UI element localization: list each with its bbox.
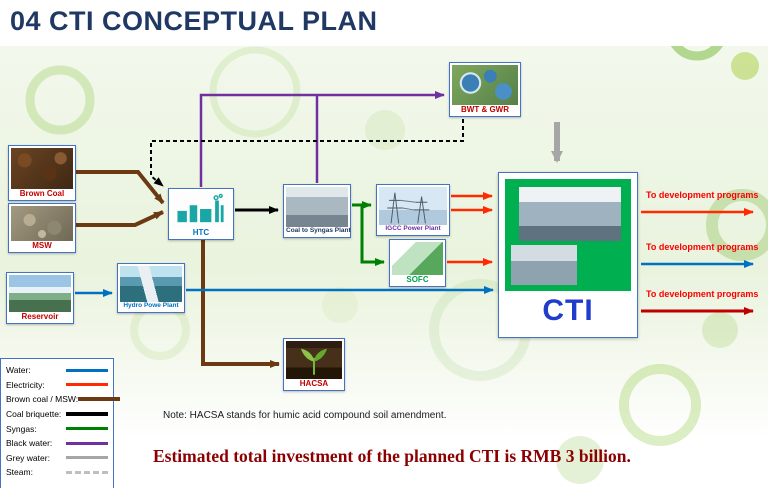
bwt-gwr-image [452,65,518,105]
legend-line-coal-briquette [66,412,108,417]
legend-line-syngas [66,427,108,431]
coal-to-syngas-plant-label: Coal to Syngas Plant [286,227,351,235]
cti-plant-photo-2 [511,245,577,285]
legend-line-black-water [66,441,108,445]
htc-label: HTC [192,227,210,237]
legend-row-steam: Steam: [6,465,108,480]
node-bwt-gwr: BWT & GWR [449,62,521,117]
node-htc: HTC [168,188,234,240]
legend-label-black-water: Black water: [6,438,53,449]
sofc-label: SOFC [406,274,429,284]
cti-label: CTI [542,294,594,327]
node-msw: MSW [8,203,76,253]
hydro-power-plant-label: Hydro Powe Plant [123,302,179,310]
output-label-2: To development programs [646,242,759,252]
legend-row-electricity: Electricity: [6,378,108,393]
legend-line-brown-coal [78,397,121,402]
edge-htc-to-hacsa [201,240,280,368]
legend-row-coal-briquette: Coal briquette: [6,407,108,422]
legend-row-brown-coal: Brown coal / MSW: [6,392,121,407]
legend-row-syngas: Syngas: [6,421,108,436]
edge-brown-coal-to-htc [76,170,165,205]
node-reservoir: Reservoir [6,272,74,324]
edge-syngas-to-sofc [360,205,385,266]
msw-label: MSW [32,240,52,250]
output-label-1: To development programs [646,190,759,200]
node-hydro-power-plant: Hydro Powe Plant [117,263,185,313]
legend-label-syngas: Syngas: [6,423,37,434]
node-cti: CTI [498,172,638,338]
legend-label-electricity: Electricity: [6,379,45,390]
legend-label-steam: Steam: [6,467,33,478]
node-sofc: SOFC [389,239,446,287]
node-hacsa: HACSA [283,338,345,391]
edge-recycle-to-htc-dashed [150,119,464,187]
page-title: 04 CTI CONCEPTUAL PLAN [10,6,378,36]
legend-line-water [66,368,108,372]
reservoir-image [9,275,71,312]
edge-msw-to-htc [76,210,164,227]
legend-row-grey-water: Grey water: [6,451,108,466]
htc-image [171,191,231,228]
header: 04 CTI CONCEPTUAL PLAN [0,0,768,46]
legend-row-black-water: Black water: [6,436,108,451]
legend-line-electricity [66,383,108,387]
hacsa-note: Note: HACSA stands for humic acid compou… [163,410,447,421]
igcc-power-plant-image [379,187,447,226]
legend-line-grey-water [66,456,108,460]
node-igcc-power-plant: IGCC Power Plant [376,184,450,236]
sprout-icon [300,348,328,375]
legend-label-coal-briquette: Coal briquette: [6,409,62,420]
legend-line-steam [66,470,108,474]
hacsa-image [286,341,342,379]
legend-row-water: Water: [6,363,108,378]
coal-to-syngas-plant-image [286,187,348,228]
node-coal-to-syngas-plant: Coal to Syngas Plant [283,184,351,238]
bwt-gwr-label: BWT & GWR [461,104,509,114]
cti-image-panel [505,179,631,291]
edge-htc-to-bwt-blackwater [199,91,445,187]
reservoir-label: Reservoir [21,311,59,321]
igcc-power-plant-label: IGCC Power Plant [385,225,441,233]
hacsa-label: HACSA [299,378,329,388]
hydro-power-plant-image [120,266,182,303]
investment-statement: Estimated total investment of the planne… [153,446,631,466]
legend-label-grey-water: Grey water: [6,452,50,463]
brown-coal-image [11,148,73,189]
legend: Water: Electricity: Brown coal / MSW: Co… [0,358,121,488]
output-label-3: To development programs [646,289,759,299]
brown-coal-label: Brown Coal [19,188,65,198]
legend-label-brown-coal: Brown coal / MSW: [6,394,79,405]
msw-image [11,206,73,241]
sofc-image [392,242,443,275]
htc-plant-icon [177,194,224,223]
transmission-towers-icon [387,192,430,224]
legend-label-water: Water: [6,365,31,376]
node-brown-coal: Brown Coal [8,145,76,201]
cti-plant-photo-1 [519,187,621,241]
